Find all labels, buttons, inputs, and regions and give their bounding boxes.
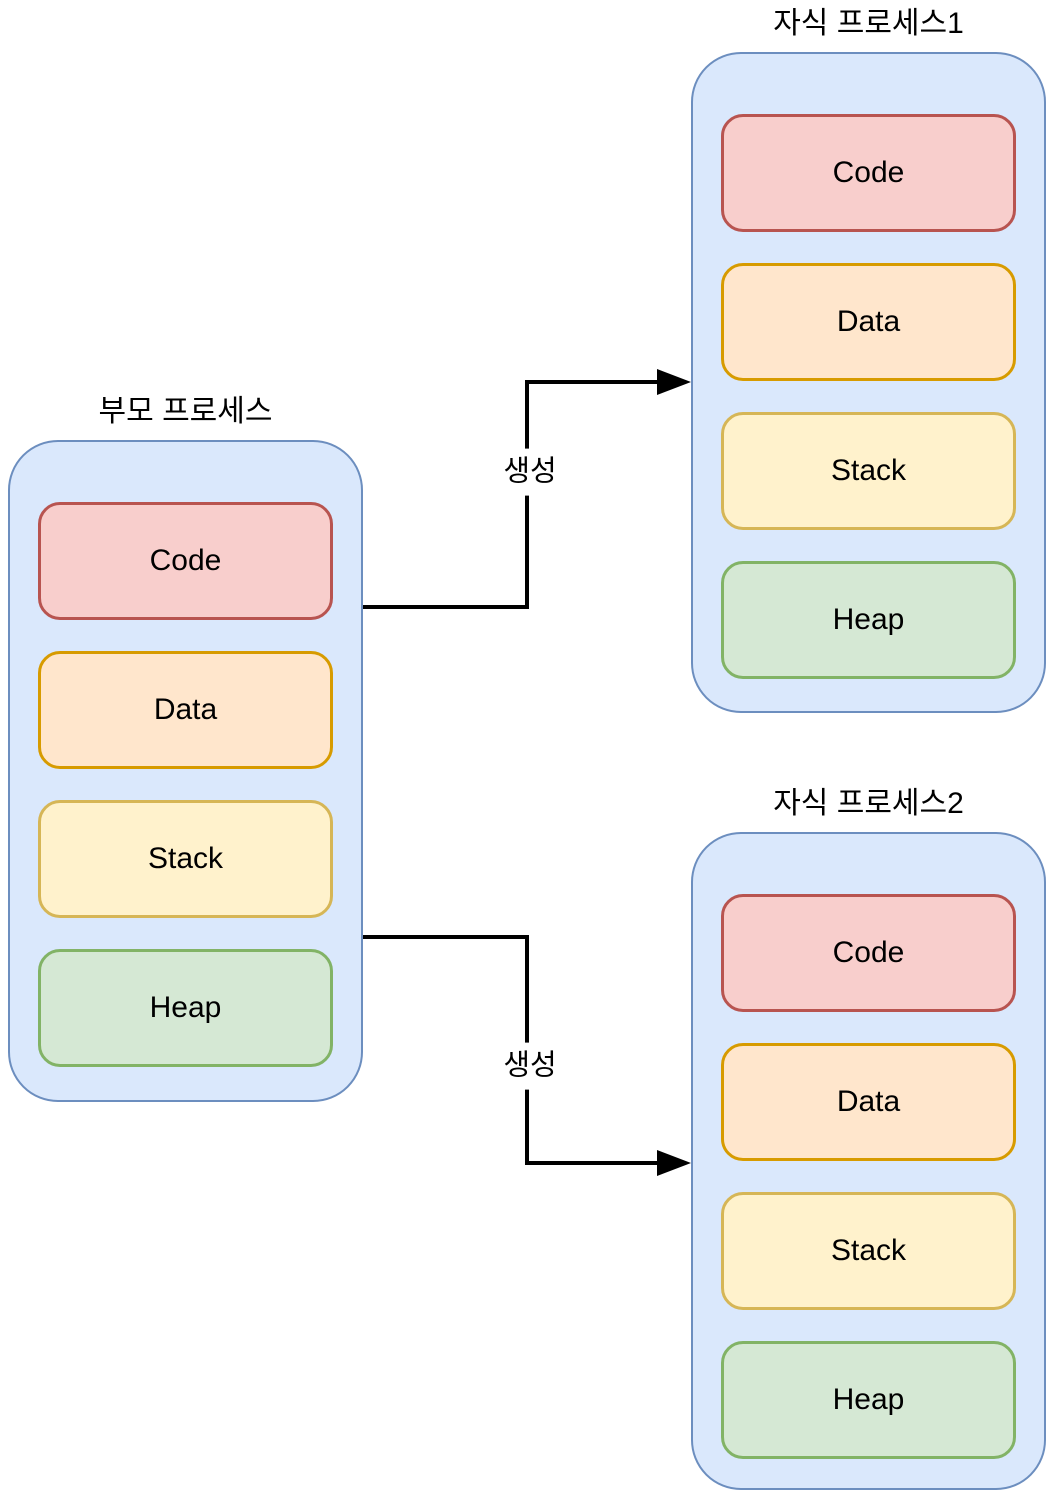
parent-segment-stack: Stack <box>38 800 333 918</box>
segment-label: Code <box>149 544 222 577</box>
child-process-2-title: 자식 프로세스2 <box>773 787 964 820</box>
arrow-label-create-2: 생성 <box>495 1042 565 1090</box>
child-process-1: 자식 프로세스1 Code Data Stack Heap <box>691 4 1046 713</box>
arrowhead-icon <box>657 1150 691 1176</box>
child2-segment-heap: Heap <box>721 1341 1016 1459</box>
child2-segment-data: Data <box>721 1043 1016 1161</box>
parent-process-box: Code Data Stack Heap <box>8 440 363 1102</box>
parent-segment-code: Code <box>38 502 333 620</box>
parent-process: 부모 프로세스 Code Data Stack Heap <box>8 392 363 1102</box>
segment-label: Code <box>832 156 905 189</box>
child-process-2-box: Code Data Stack Heap <box>691 832 1046 1490</box>
segment-label: Heap <box>832 1383 905 1416</box>
arrow-label-create-1: 생성 <box>495 448 565 496</box>
arrowhead-icon <box>657 369 691 395</box>
parent-segment-heap: Heap <box>38 949 333 1067</box>
child2-segment-code: Code <box>721 894 1016 1012</box>
child-process-1-box: Code Data Stack Heap <box>691 52 1046 713</box>
child-process-1-title: 자식 프로세스1 <box>773 7 964 40</box>
segment-label: Stack <box>147 842 224 875</box>
segment-label: Data <box>836 305 901 338</box>
parent-process-title: 부모 프로세스 <box>98 395 273 428</box>
segment-label: Stack <box>830 454 907 487</box>
child1-segment-stack: Stack <box>721 412 1016 530</box>
segment-label: Heap <box>832 603 905 636</box>
segment-label: Stack <box>830 1234 907 1267</box>
segment-label: Data <box>836 1085 901 1118</box>
child1-segment-code: Code <box>721 114 1016 232</box>
parent-segment-data: Data <box>38 651 333 769</box>
child-process-2: 자식 프로세스2 Code Data Stack Heap <box>691 784 1046 1490</box>
child2-segment-stack: Stack <box>721 1192 1016 1310</box>
child1-segment-heap: Heap <box>721 561 1016 679</box>
segment-label: Heap <box>149 991 222 1024</box>
segment-label: Code <box>832 936 905 969</box>
child1-segment-data: Data <box>721 263 1016 381</box>
segment-label: Data <box>153 693 218 726</box>
